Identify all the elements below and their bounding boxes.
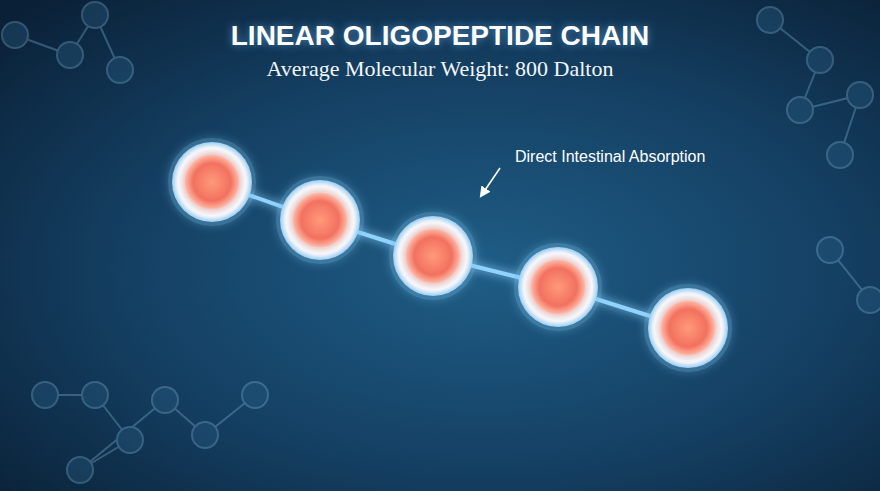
bead-shell	[280, 180, 360, 260]
bead-shell	[393, 216, 473, 296]
molecule-atom	[82, 2, 108, 28]
molecule-atom	[32, 382, 58, 408]
molecule-atom	[827, 142, 853, 168]
bead-glow	[276, 176, 364, 264]
bead-core	[293, 193, 347, 247]
molecule-atom	[847, 82, 873, 108]
bead-core	[406, 229, 460, 283]
molecule-atom	[817, 237, 843, 263]
molecule-atom	[757, 7, 783, 33]
molecule-atom	[192, 422, 218, 448]
bead-glow	[389, 212, 477, 300]
amino-acid-bead	[276, 176, 364, 264]
molecule-atom	[787, 97, 813, 123]
amino-acid-bead	[644, 284, 732, 372]
bead-shell	[648, 288, 728, 368]
amino-acid-bead	[389, 212, 477, 300]
bead-glow	[514, 243, 602, 331]
molecule-atom	[2, 22, 28, 48]
bead-glow	[168, 138, 256, 226]
molecule-atom	[57, 42, 83, 68]
molecule-atom	[67, 457, 93, 483]
bead-core	[185, 155, 239, 209]
molecule-atom	[807, 47, 833, 73]
molecule-atom	[242, 382, 268, 408]
callout-label: Direct Intestinal Absorption	[515, 148, 705, 166]
bead-core	[661, 301, 715, 355]
amino-acid-bead	[514, 243, 602, 331]
molecule-atom	[857, 287, 880, 313]
molecule-atom	[117, 427, 143, 453]
molecule-bond	[80, 400, 165, 470]
molecule-atom	[107, 57, 133, 83]
bead-shell	[172, 142, 252, 222]
molecule-atom	[152, 387, 178, 413]
subtitle: Average Molecular Weight: 800 Dalton	[267, 56, 614, 82]
diagram-title: LINEAR OLIGOPEPTIDE CHAIN	[231, 20, 649, 52]
amino-acid-bead	[168, 138, 256, 226]
leader-arrow	[481, 168, 500, 196]
bead-core	[531, 260, 585, 314]
bead-glow	[644, 284, 732, 372]
molecule-atom	[82, 382, 108, 408]
bead-shell	[518, 247, 598, 327]
